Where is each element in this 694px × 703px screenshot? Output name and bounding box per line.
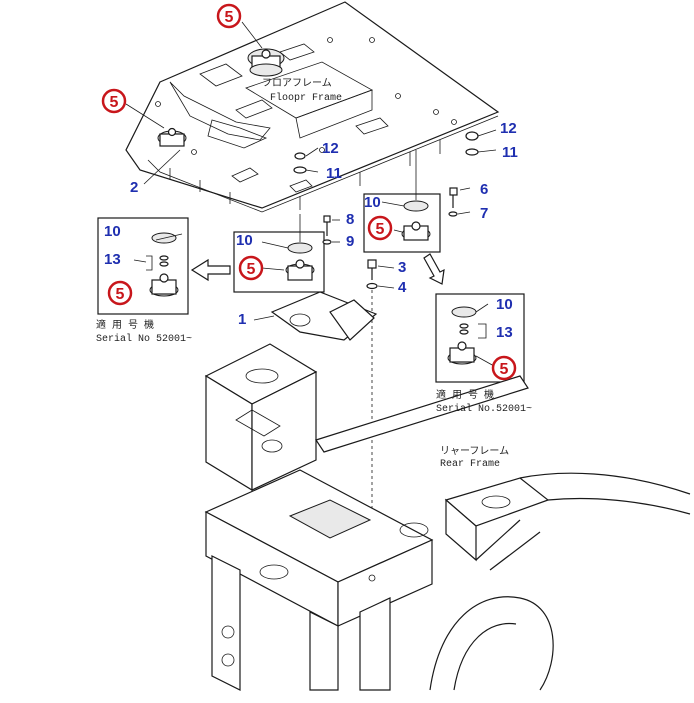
part-number-11-right: 11 bbox=[502, 144, 518, 161]
floor-frame-en-label: Floopr Frame bbox=[270, 92, 342, 104]
svg-text:5: 5 bbox=[110, 94, 119, 111]
part-number-13-left: 13 bbox=[104, 251, 121, 268]
part-number-10-lower-right: 10 bbox=[496, 296, 513, 313]
callout-5-left-plate: 5 bbox=[101, 88, 127, 114]
part-number-3: 3 bbox=[398, 259, 406, 276]
right-upper-detail-box bbox=[363, 150, 441, 253]
rear-frame-jp-label: リャーフレーム bbox=[440, 445, 509, 458]
serial-en-left: Serial No 52001~ bbox=[96, 333, 192, 345]
svg-text:5: 5 bbox=[376, 221, 385, 238]
part-number-13-right: 13 bbox=[496, 324, 513, 341]
left-mount-rubber bbox=[157, 127, 187, 147]
callout-5-lower-right-box: 5 bbox=[491, 355, 517, 381]
callout-5-upper-right-box: 5 bbox=[367, 215, 393, 241]
top-mount-rubber bbox=[247, 48, 285, 77]
serial-jp-right: 適 用 号 機 bbox=[436, 388, 494, 402]
svg-text:5: 5 bbox=[500, 361, 509, 378]
part-number-4: 4 bbox=[398, 279, 407, 296]
svg-text:5: 5 bbox=[247, 261, 256, 278]
floor-frame-jp-label: フロアフレーム bbox=[262, 77, 332, 90]
part-number-8: 8 bbox=[346, 211, 354, 228]
washer-nut-right bbox=[465, 129, 497, 156]
right-lower-detail-box bbox=[435, 293, 525, 383]
part-number-10-upper-right: 10 bbox=[364, 194, 381, 211]
svg-text:5: 5 bbox=[225, 9, 234, 26]
part-number-6: 6 bbox=[480, 181, 488, 198]
callout-5-left-box: 5 bbox=[107, 280, 133, 306]
part-number-11-left: 11 bbox=[326, 165, 342, 182]
callout-5-top: 5 bbox=[216, 3, 242, 29]
arrow-to-left-box bbox=[190, 258, 231, 282]
serial-jp-left: 適 用 号 機 bbox=[96, 318, 154, 332]
center-detail-box bbox=[233, 214, 325, 293]
svg-text:5: 5 bbox=[116, 286, 125, 303]
washer-nut-left bbox=[293, 147, 319, 174]
arrow-to-right-box bbox=[423, 253, 445, 285]
part-number-2: 2 bbox=[130, 179, 138, 196]
part-number-10-center: 10 bbox=[236, 232, 253, 249]
callout-5-center-box: 5 bbox=[238, 255, 264, 281]
bracket-part-1 bbox=[270, 291, 378, 341]
part-number-12-right: 12 bbox=[500, 120, 517, 137]
bolt-8-9 bbox=[322, 215, 332, 245]
bolt-6-7 bbox=[448, 187, 458, 217]
part-number-9: 9 bbox=[346, 233, 354, 250]
serial-en-right: Serial No.52001~ bbox=[436, 403, 532, 415]
part-number-1: 1 bbox=[238, 311, 246, 328]
rear-frame-en-label: Rear Frame bbox=[440, 459, 500, 470]
part-number-7: 7 bbox=[480, 205, 488, 222]
leader-lines bbox=[125, 21, 495, 367]
part-number-12-left: 12 bbox=[322, 140, 339, 157]
floor-frame-plate bbox=[125, 1, 500, 213]
part-number-10-left: 10 bbox=[104, 223, 121, 240]
left-detail-box bbox=[97, 217, 189, 315]
part-number-labels: 10 10 10 10 13 13 12 11 12 11 6 7 8 9 3 … bbox=[104, 120, 518, 341]
rear-frame-structure bbox=[204, 343, 691, 691]
